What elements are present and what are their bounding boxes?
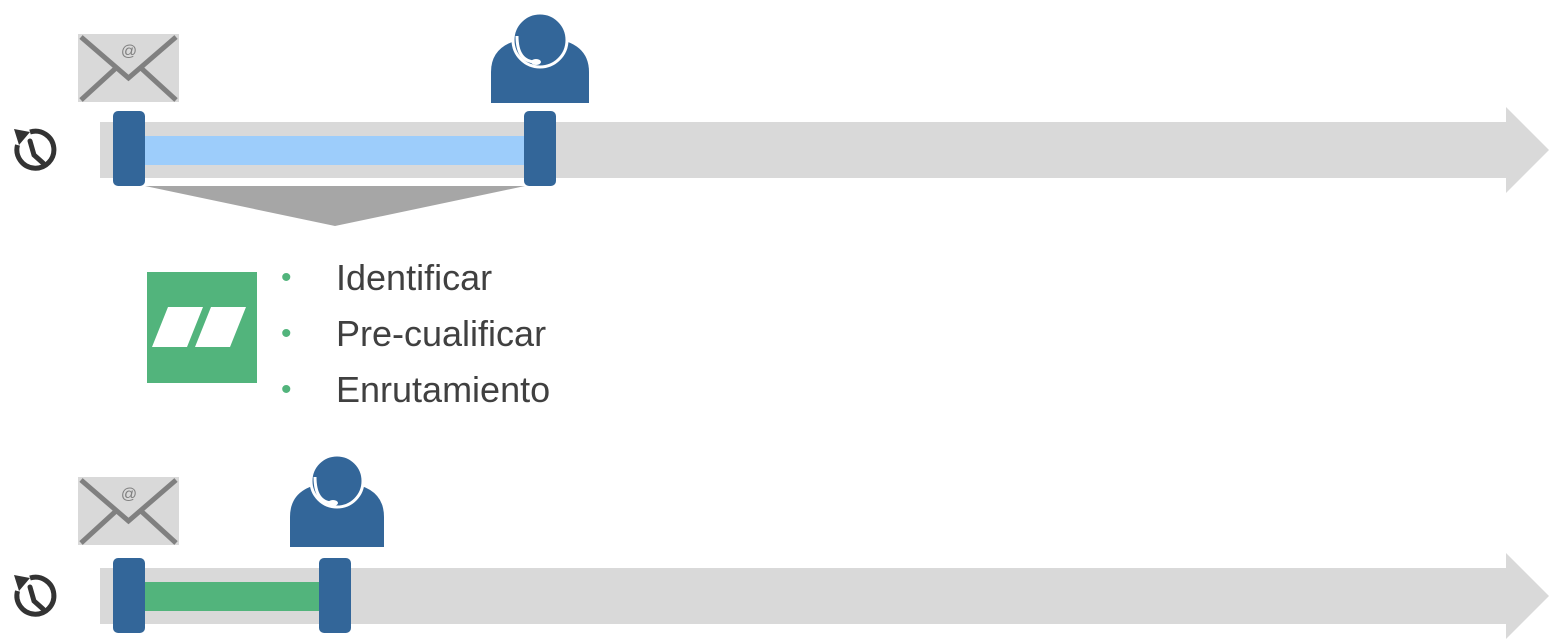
detail-funnel (145, 186, 525, 226)
clock-icon (14, 128, 57, 171)
logo-icon (147, 272, 257, 383)
agent-headset-icon (491, 11, 589, 103)
step-item: • Pre-cualificar (278, 306, 550, 362)
step-label: Enrutamiento (336, 369, 551, 410)
step-item: • Identificar (278, 250, 550, 306)
email-envelope-icon: @ (78, 34, 179, 102)
timeline-before: @ (14, 11, 1549, 226)
clock-icon (14, 574, 57, 617)
bullet-icon: • (281, 373, 292, 406)
email-at-symbol: @ (121, 486, 137, 503)
elapsed-span-before (140, 136, 530, 165)
timeline-after: @ (14, 453, 1549, 639)
step-label: Pre-cualificar (336, 313, 547, 354)
step-label: Identificar (336, 257, 493, 298)
step-list: • Identificar • Pre-cualificar • Enrutam… (278, 250, 550, 418)
bullet-icon: • (281, 261, 292, 294)
email-envelope-icon: @ (78, 477, 179, 545)
agent-headset-icon (290, 453, 384, 547)
start-marker-after (113, 558, 145, 633)
email-at-symbol: @ (121, 43, 137, 60)
timeline-arrow-after (100, 553, 1549, 639)
step-item: • Enrutamiento (278, 362, 550, 418)
timeline-arrow-before (100, 107, 1549, 193)
end-marker-before (524, 111, 556, 186)
bullet-icon: • (281, 317, 292, 350)
start-marker-before (113, 111, 145, 186)
end-marker-after (319, 558, 351, 633)
elapsed-span-after (140, 582, 326, 611)
